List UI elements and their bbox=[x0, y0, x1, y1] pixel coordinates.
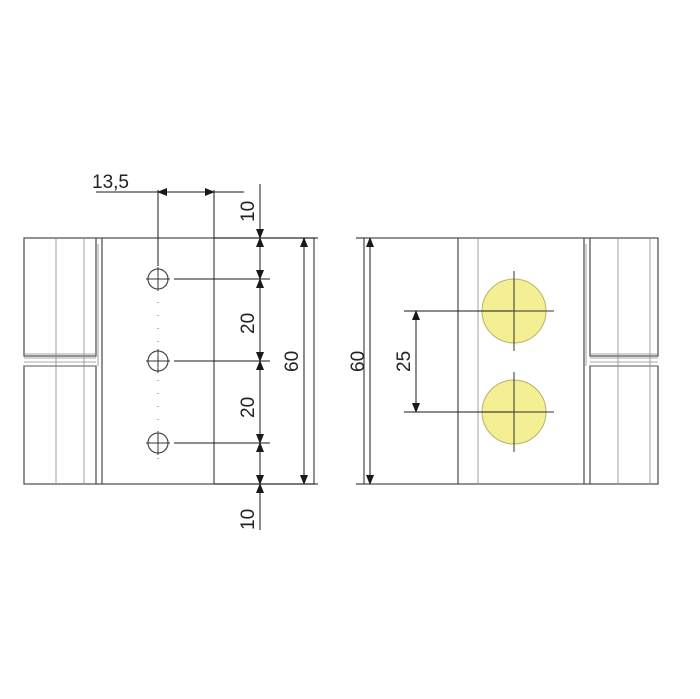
left-leaf-plate bbox=[101, 237, 315, 485]
dimension-top-margin-label: 10 bbox=[238, 201, 259, 222]
right-knuckle-top bbox=[589, 237, 659, 357]
dimension-spacing-1-label: 20 bbox=[238, 313, 259, 334]
right-leaf-plate bbox=[363, 237, 585, 485]
dimension-bottom-margin-label: 10 bbox=[238, 509, 259, 530]
dimension-offset-label: 13,5 bbox=[92, 172, 129, 193]
dimension-height-right-label: 60 bbox=[348, 351, 369, 372]
left-knuckle-top bbox=[23, 237, 97, 357]
right-knuckle-bottom bbox=[589, 365, 659, 485]
left-knuckle-bottom bbox=[23, 365, 97, 485]
screw-hole-2 bbox=[146, 349, 170, 373]
dimension-pin-spacing-label: 25 bbox=[394, 351, 415, 372]
screw-hole-1 bbox=[146, 267, 170, 291]
screw-hole-3 bbox=[146, 431, 170, 455]
right-hinge-view: 25 60 bbox=[348, 237, 659, 485]
pin-lower bbox=[474, 372, 554, 452]
dimension-height-left-label: 60 bbox=[282, 351, 303, 372]
left-hinge-view: 13,5 10 20 20 10 60 bbox=[23, 172, 318, 530]
dimension-spacing-2-label: 20 bbox=[238, 397, 259, 418]
